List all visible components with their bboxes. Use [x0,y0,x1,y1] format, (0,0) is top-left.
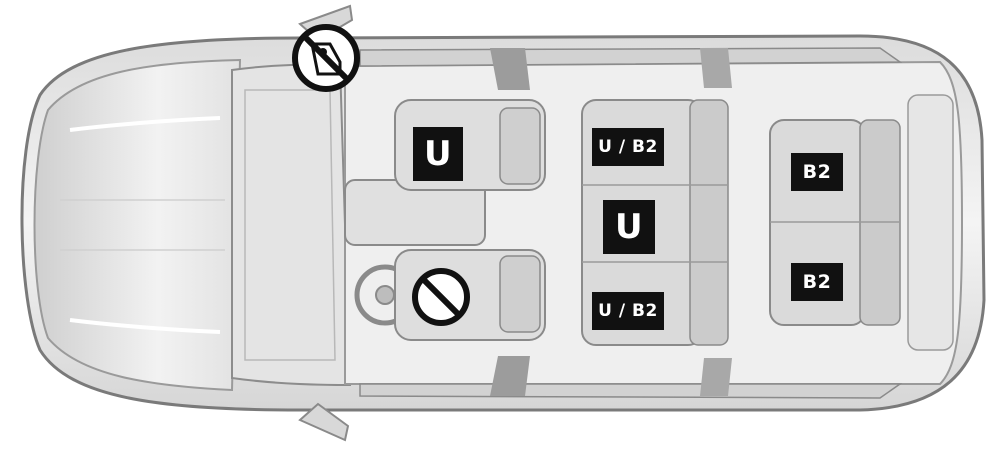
seat-label-front-right: U [413,127,463,181]
seat-label-second-row-left: U / B2 [592,128,664,166]
seat-label-third-row-right: B2 [791,263,843,301]
seat-label-second-row-right: U / B2 [592,292,664,330]
seat-label-third-row-left: B2 [791,153,843,191]
no-rear-facing-child-seat-icon [295,27,357,89]
car-hood [35,60,241,390]
prohibited-icon [415,271,467,323]
seat-label-second-row-center: U [603,200,655,254]
